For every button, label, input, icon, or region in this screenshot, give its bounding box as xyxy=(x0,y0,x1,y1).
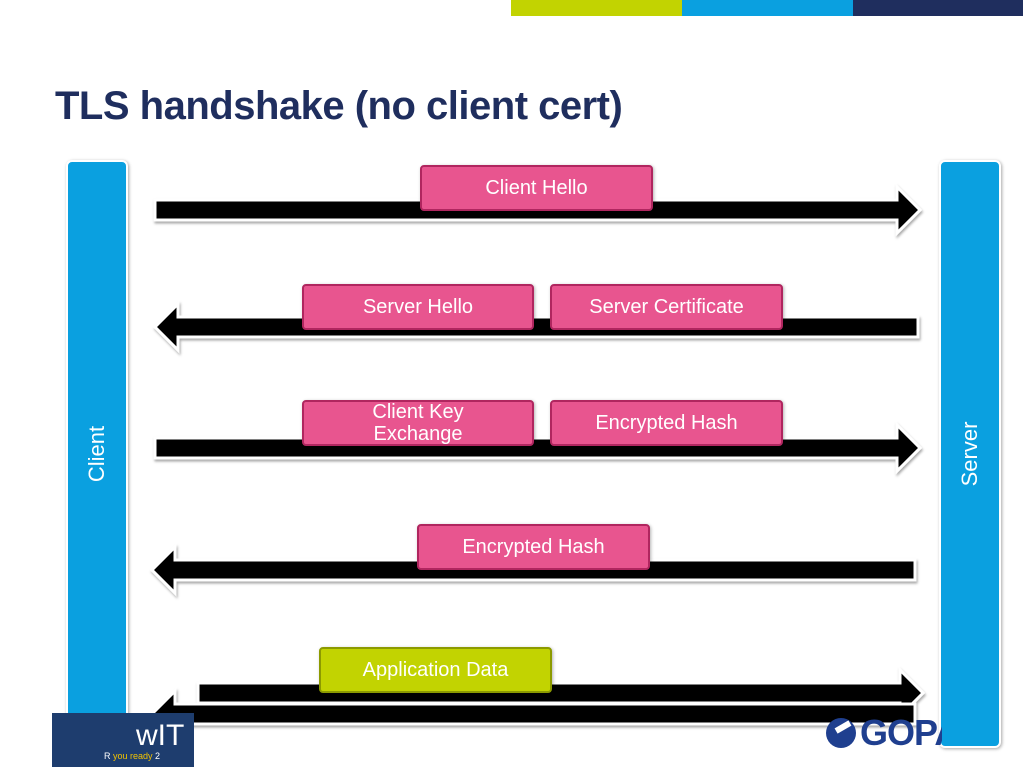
message-application-data: Application Data xyxy=(319,647,552,693)
gopa-logo-word: GOPA xyxy=(860,712,942,752)
message-server-encrypted-hash: Encrypted Hash xyxy=(417,524,650,570)
message-client-hello: Client Hello xyxy=(420,165,653,211)
gopa-logo-mark-icon xyxy=(826,718,856,748)
arrow-server-encrypted-hash xyxy=(149,543,917,597)
arrow-client-key-exchange xyxy=(153,421,923,475)
message-server-certificate: Server Certificate xyxy=(550,284,783,330)
message-client-key-exchange: Client Key Exchange xyxy=(302,400,534,446)
message-server-hello: Server Hello xyxy=(302,284,534,330)
server-lifeline: Server xyxy=(939,160,1001,748)
logo-left-tagline: R you ready 2 xyxy=(104,751,161,761)
top-accent-bar-blue xyxy=(682,0,853,16)
top-accent-bar-navy xyxy=(853,0,1023,16)
message-client-encrypted-hash: Encrypted Hash xyxy=(550,400,783,446)
gopa-logo: GOPA xyxy=(824,712,942,752)
client-label: Client xyxy=(84,425,109,483)
top-accent-bar-green xyxy=(511,0,682,16)
client-lifeline: Client xyxy=(66,160,128,748)
witnet-logo: wIT R you ready 2 xyxy=(52,713,194,767)
arrow-server-hello xyxy=(152,300,920,354)
server-label: Server xyxy=(957,421,982,487)
slide-title: TLS handshake (no client cert) xyxy=(55,84,623,128)
logo-left-main: wIT xyxy=(136,719,185,752)
